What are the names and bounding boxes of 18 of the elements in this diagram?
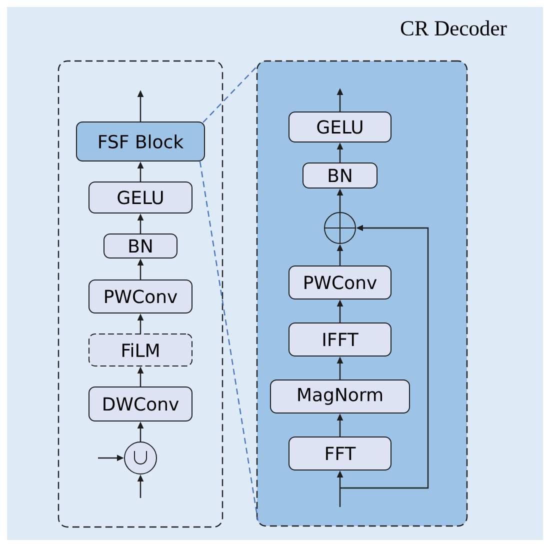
layer-box: GELU	[288, 112, 392, 142]
layer-box: PWConv	[88, 280, 192, 314]
layer-box: DWConv	[88, 386, 192, 422]
block-box: FSF Block	[76, 122, 205, 162]
zoom-line	[199, 161, 258, 521]
layer-box: FFT	[288, 436, 392, 470]
layer-box: IFFT	[288, 322, 392, 356]
dashed-group-box	[58, 60, 224, 528]
layer-box: BN	[302, 162, 378, 188]
layer-box: MagNorm	[270, 379, 410, 414]
dashed-layer-box: FiLM	[88, 333, 192, 366]
panel-title: CR Decoder	[400, 20, 507, 36]
layer-box: PWConv	[288, 265, 392, 300]
layer-box: BN	[104, 233, 178, 258]
zoom-line	[202, 64, 258, 123]
layer-box: GELU	[88, 182, 192, 214]
add-circle	[324, 211, 356, 244]
concat-circle	[124, 441, 157, 474]
